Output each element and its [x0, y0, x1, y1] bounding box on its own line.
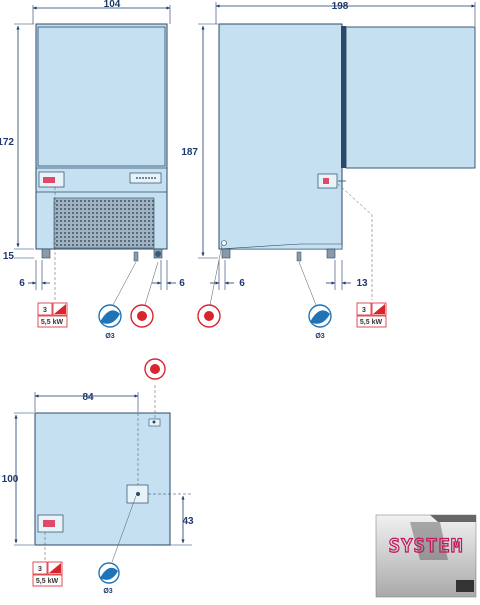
electrical-tag-front: 3 5,5 kW — [37, 302, 68, 328]
power-label-side: 5,5 kW — [360, 319, 383, 326]
top-offset-label: 43 — [182, 516, 194, 527]
phase-label-front: 3 — [43, 307, 47, 314]
ventilation-grill — [53, 197, 155, 249]
side-right-foot — [326, 248, 336, 259]
open-door-panel — [345, 26, 476, 169]
top-depth-label: 100 — [2, 474, 19, 485]
front-foot-height-label: 15 — [3, 251, 15, 262]
top-water-inlet-icon — [144, 358, 166, 380]
front-height-label: 172 — [0, 137, 14, 148]
left-foot — [41, 248, 51, 259]
water-drain-icon — [98, 304, 122, 328]
side-water-drain-icon — [308, 304, 332, 328]
front-left-offset-label: 6 — [19, 278, 25, 289]
phase-label-top: 3 — [38, 566, 42, 573]
front-door — [37, 26, 166, 167]
drain-label-front: Ø3 — [105, 333, 114, 340]
side-height-label: 187 — [181, 147, 198, 158]
electrical-tag-top: 3 5,5 kW — [32, 561, 63, 587]
side-left-foot — [221, 248, 231, 259]
power-icon — [54, 304, 66, 314]
front-right-offset-label: 6 — [179, 278, 185, 289]
front-view: 104 172 15 6 6 3 — [0, 0, 185, 340]
power-label-front: 5,5 kW — [41, 319, 64, 326]
drain-label-top: Ø3 — [103, 588, 112, 595]
top-water-drain-icon — [98, 562, 120, 584]
display-icon — [43, 177, 55, 183]
logo-text: SYSTEM — [389, 535, 464, 557]
water-inlet-icon — [130, 304, 154, 328]
top-width-label: 84 — [82, 392, 94, 403]
side-cabinet — [218, 23, 343, 250]
drain-label-side: Ø3 — [315, 333, 324, 340]
top-view: 84 100 43 3 5,5 kW — [2, 358, 194, 595]
side-right-offset-label: 13 — [356, 278, 368, 289]
front-width-label: 104 — [104, 0, 121, 10]
drain-outlet — [133, 251, 139, 262]
phase-label-side: 3 — [362, 307, 366, 314]
power-label-top: 5,5 kW — [36, 578, 59, 585]
side-left-offset-label: 6 — [239, 278, 245, 289]
electrical-tag-side: 3 5,5 kW — [356, 302, 387, 328]
side-view: 198 187 6 13 — [181, 1, 476, 340]
system-logo: SYSTEM — [375, 514, 477, 598]
power-icon-top — [49, 563, 61, 573]
power-icon-side — [373, 304, 385, 314]
side-width-label: 198 — [332, 1, 349, 12]
side-water-inlet-icon — [197, 304, 221, 328]
